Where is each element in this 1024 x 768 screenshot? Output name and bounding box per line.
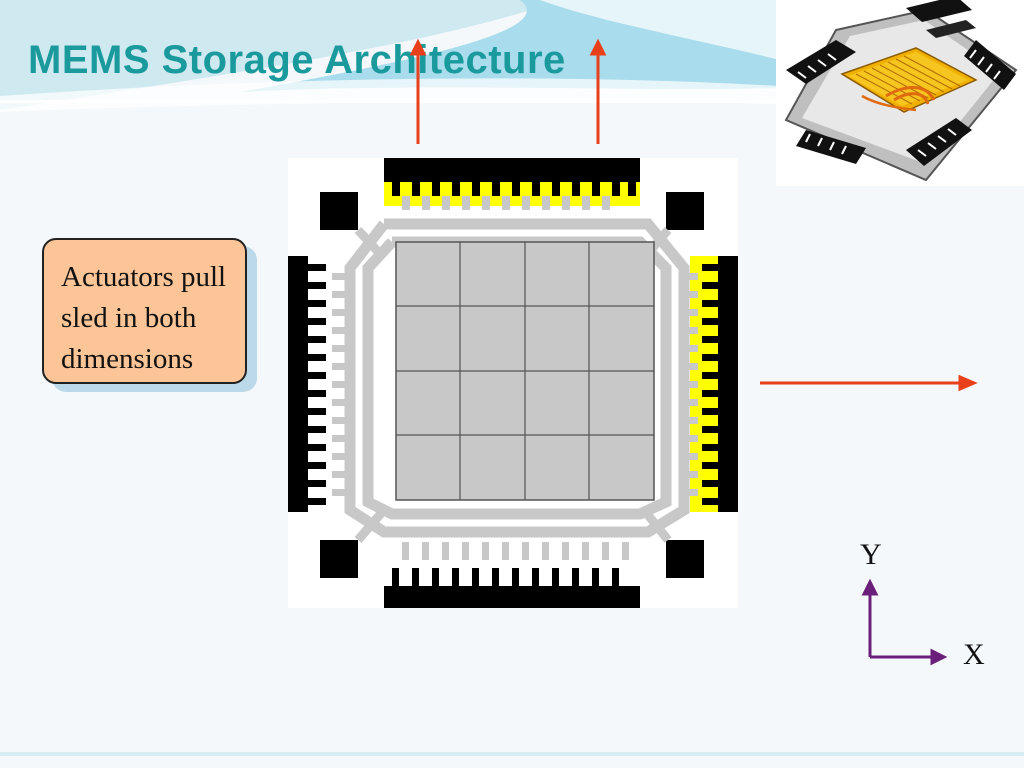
anchor-top-right: [666, 192, 704, 230]
mems-sled-diagram: [288, 158, 738, 608]
x-axis-label: X: [963, 638, 985, 671]
slide-title: MEMS Storage Architecture: [28, 38, 566, 82]
anchor-top-left: [320, 192, 358, 230]
y-axis-label: Y: [860, 538, 882, 571]
mems-chip-thumbnail: [776, 0, 1024, 186]
anchor-bottom-right: [666, 540, 704, 578]
anchor-bottom-left: [320, 540, 358, 578]
actuators-callout: Actuators pull sled in both dimensions: [42, 238, 247, 384]
